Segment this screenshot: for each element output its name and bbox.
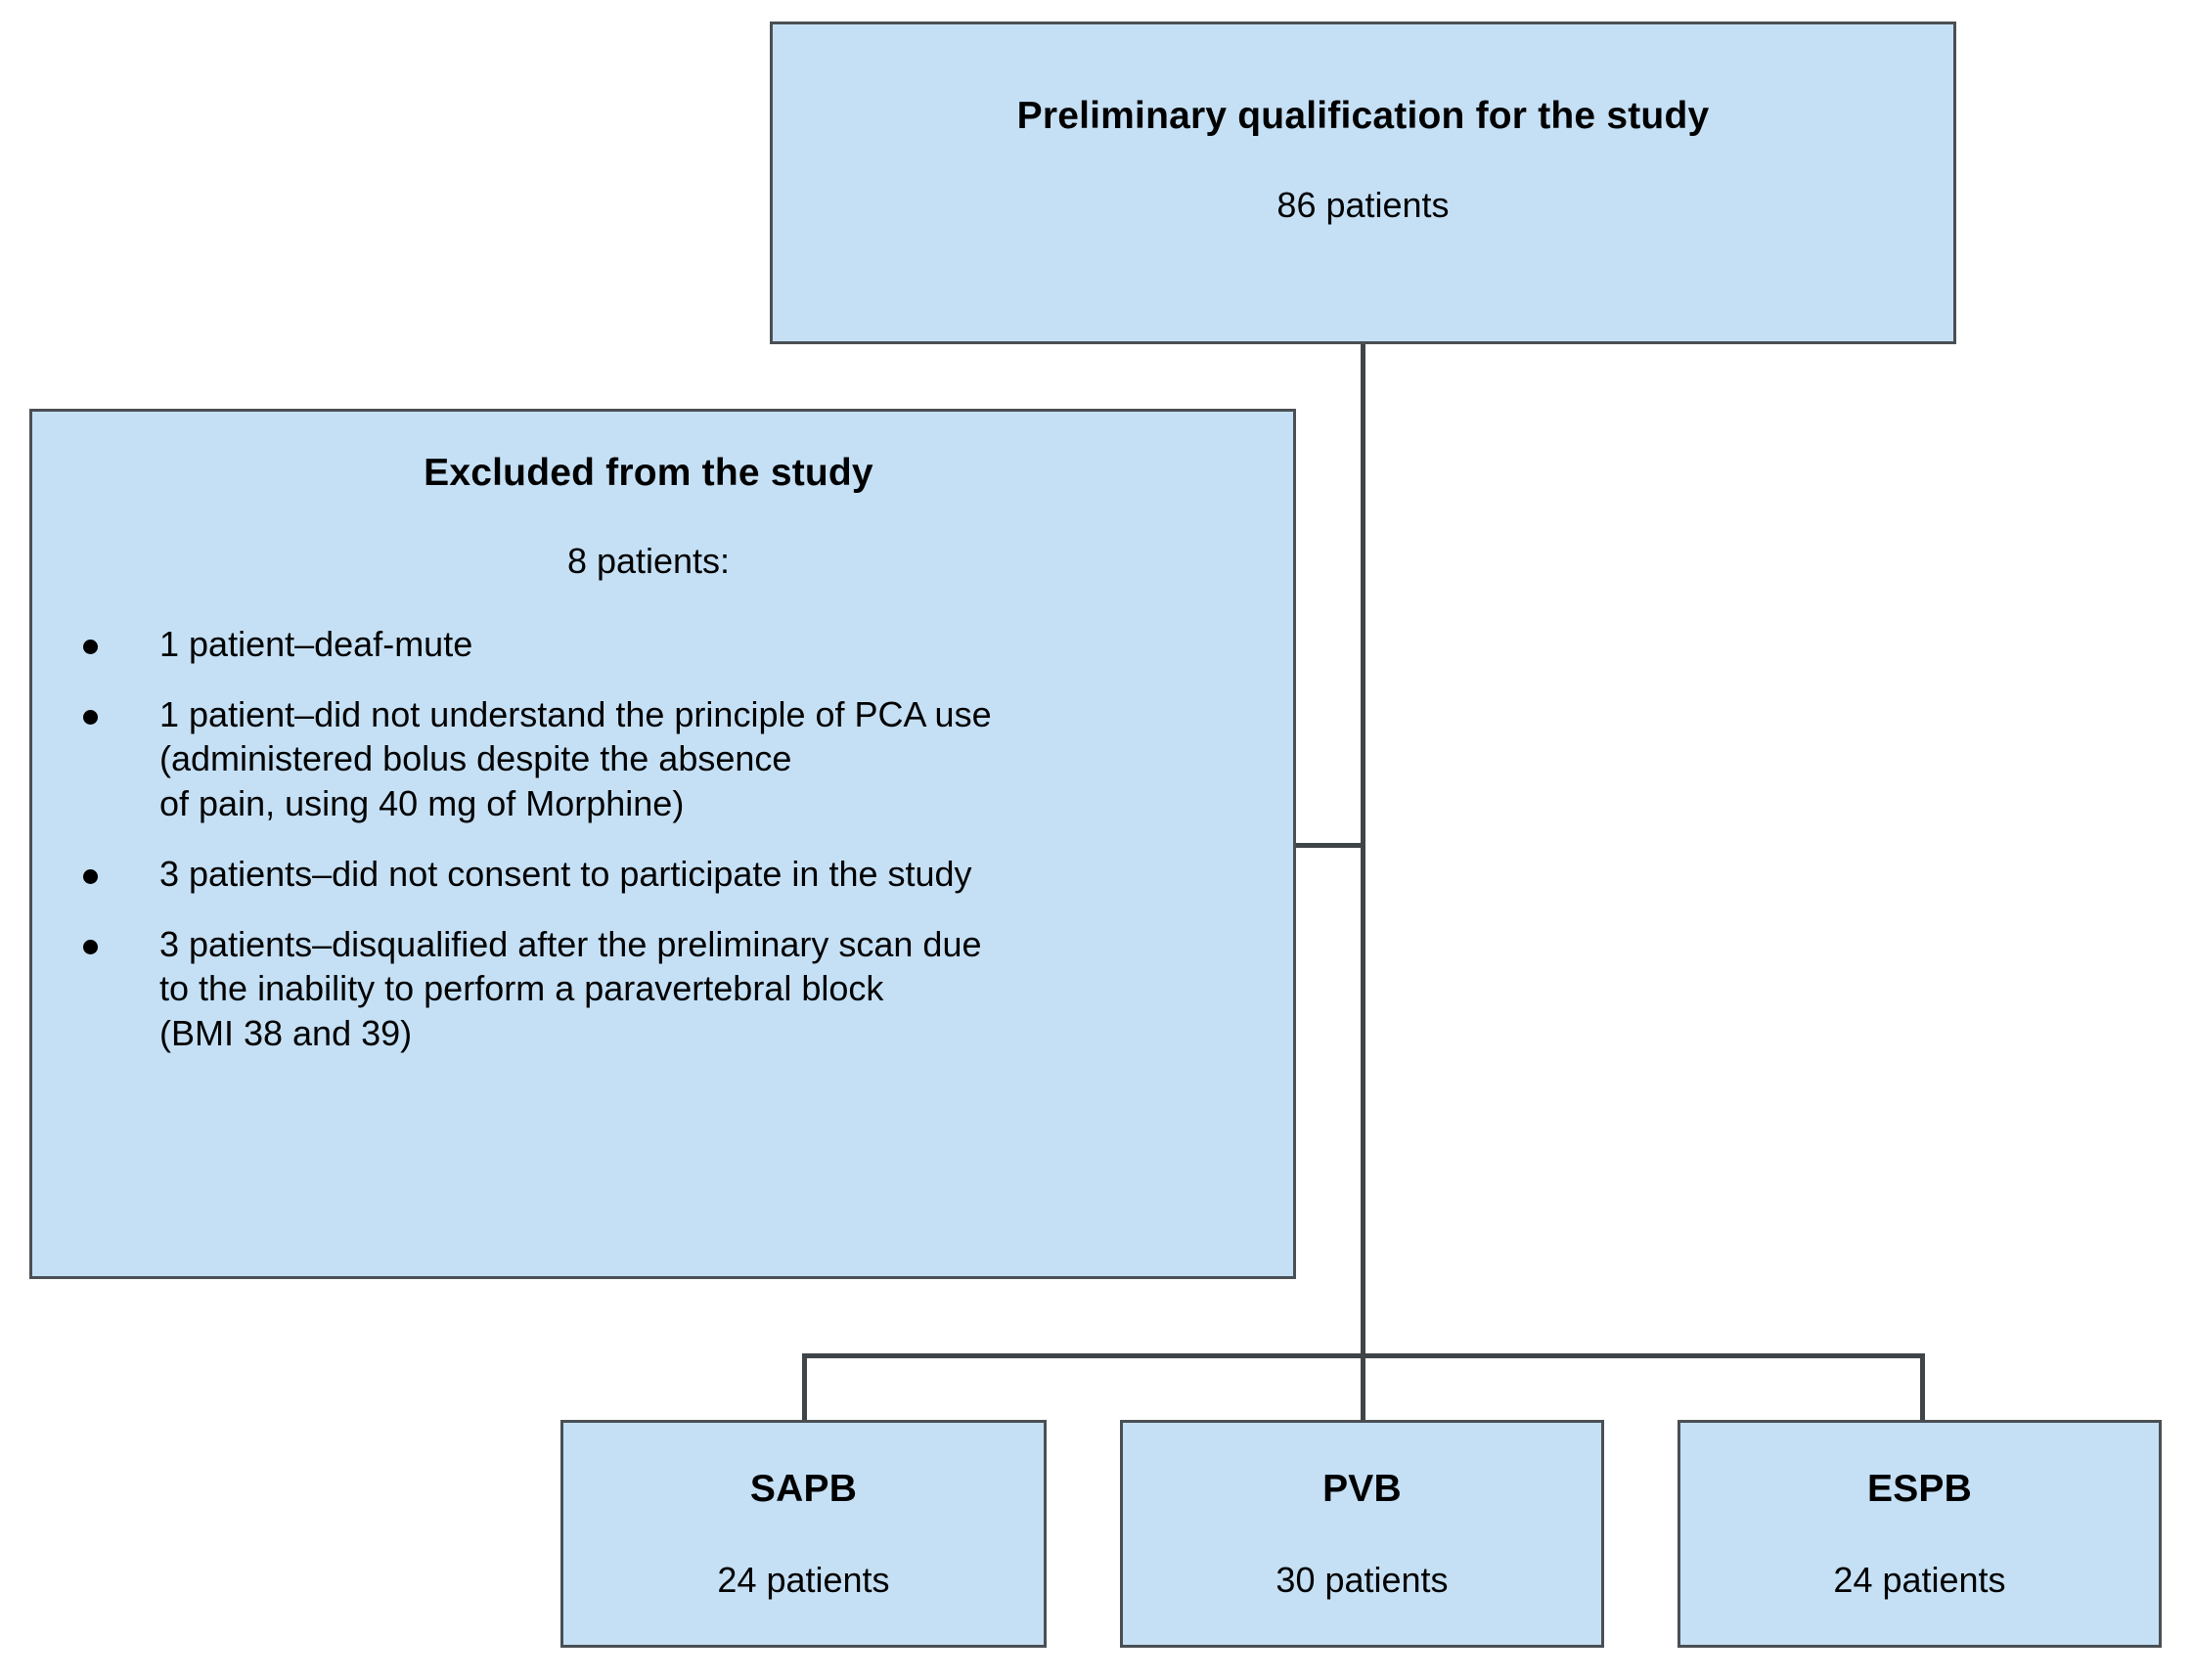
- list-item: 3 patients–disqualified after the prelim…: [32, 922, 1293, 1056]
- node-group-espb: ESPB 24 patients: [1678, 1420, 2162, 1648]
- list-item: 1 patient–did not understand the princip…: [32, 692, 1293, 826]
- node-title: Preliminary qualification for the study: [1016, 95, 1710, 137]
- exclusion-reason-list: 1 patient–deaf-mute 1 patient–did not un…: [32, 622, 1293, 1082]
- node-title: ESPB: [1866, 1468, 1972, 1510]
- node-title: PVB: [1322, 1468, 1402, 1510]
- list-item: 3 patients–did not consent to participat…: [32, 852, 1293, 897]
- connector-excluded-stub: [1293, 843, 1364, 848]
- node-preliminary-qualification: Preliminary qualification for the study …: [770, 22, 1956, 344]
- node-title: SAPB: [749, 1468, 858, 1510]
- connector-drop-sapb: [802, 1353, 807, 1423]
- connector-trunk-vertical: [1361, 341, 1365, 1423]
- node-group-pvb: PVB 30 patients: [1120, 1420, 1604, 1648]
- node-subtitle: 24 patients: [1833, 1560, 2006, 1600]
- node-subtitle: 24 patients: [717, 1560, 890, 1600]
- connector-branch-horizontal: [802, 1353, 1925, 1358]
- node-excluded-from-study: Excluded from the study 8 patients: 1 pa…: [29, 409, 1296, 1279]
- connector-drop-espb: [1920, 1353, 1925, 1423]
- list-item: 1 patient–deaf-mute: [32, 622, 1293, 667]
- node-title: Excluded from the study: [424, 452, 873, 494]
- node-subtitle: 8 patients:: [566, 541, 731, 581]
- node-subtitle: 86 patients: [1276, 185, 1450, 225]
- node-subtitle: 30 patients: [1275, 1560, 1449, 1600]
- node-group-sapb: SAPB 24 patients: [560, 1420, 1047, 1648]
